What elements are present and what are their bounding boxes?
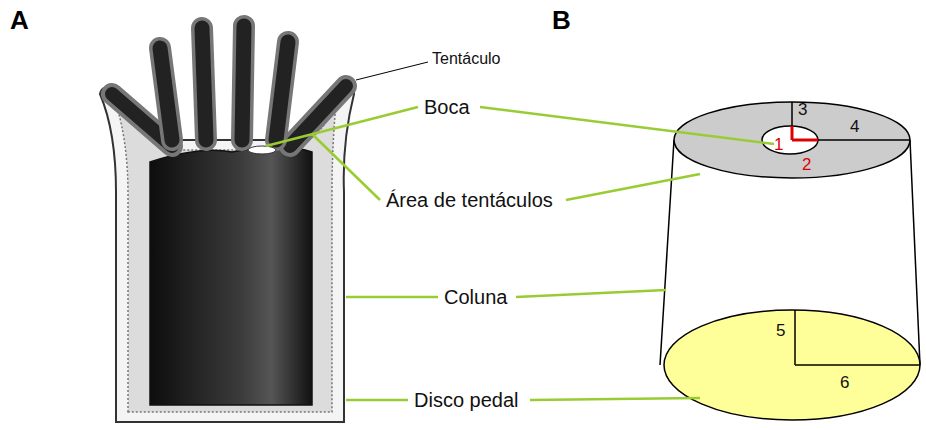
callout-number: 2 [802,156,811,175]
part-name: Área de tentáculos [386,189,553,211]
panel-letter: B [552,6,571,35]
callout-number: 5 [776,322,785,341]
part-name: Coluna [444,286,507,308]
panel-letter: A [10,6,29,35]
part-name: Boca [424,96,470,118]
callout-number: 1 [774,136,783,155]
part-name: Disco pedal [414,389,519,411]
callout-number: 4 [850,118,859,137]
callout-number: 3 [798,101,807,120]
callout-number: 6 [840,374,849,393]
part-name: Tentáculo [432,50,501,68]
anemone-drawing [100,26,354,422]
leader-lines [266,62,774,400]
cylinder-schematic [660,102,920,420]
